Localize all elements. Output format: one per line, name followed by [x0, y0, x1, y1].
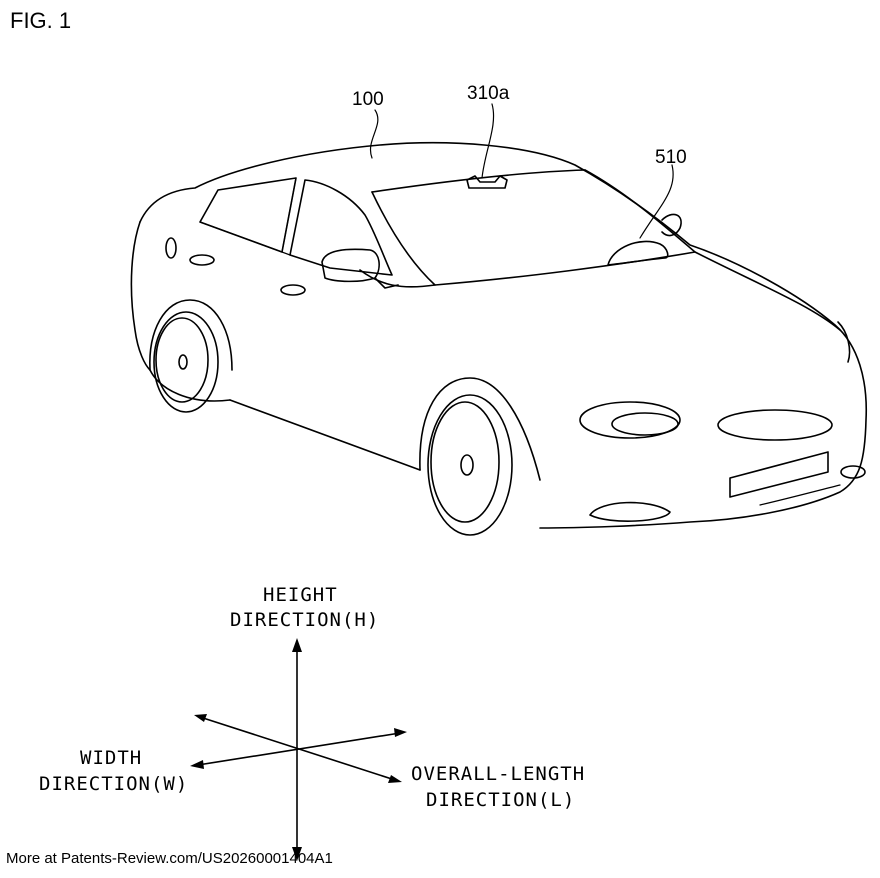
car-body	[130, 141, 868, 529]
source-footer: More at Patents-Review.com/US20260001404…	[6, 850, 333, 867]
length-label-line2: DIRECTION(L)	[426, 789, 575, 811]
height-label-line2: DIRECTION(H)	[230, 609, 379, 631]
ref-label-310a: 310a	[467, 83, 510, 104]
direction-axes	[190, 638, 407, 861]
width-arrowhead-icon	[190, 760, 204, 769]
sensor-module	[466, 175, 508, 189]
width-label-line1: WIDTH	[80, 747, 142, 769]
leader-100	[369, 109, 379, 159]
leader-510	[639, 164, 674, 239]
leader-310a	[481, 103, 495, 179]
light-510	[607, 240, 669, 266]
width-arrowhead-back-icon	[394, 728, 407, 737]
ref-label-100: 100	[352, 89, 384, 110]
length-arrowhead-back-icon	[194, 714, 207, 722]
length-label-line1: OVERALL-LENGTH	[411, 763, 585, 785]
car-front	[579, 401, 866, 522]
length-arrowhead-icon	[388, 775, 402, 783]
figure-label: FIG. 1	[10, 8, 72, 33]
front-wheel	[419, 377, 541, 536]
height-arrowhead-down-icon	[292, 847, 302, 861]
height-arrowhead-icon	[292, 638, 302, 652]
height-label-line1: HEIGHT	[263, 584, 338, 606]
width-label-line2: DIRECTION(W)	[39, 773, 188, 795]
ref-label-510: 510	[655, 147, 687, 168]
rear-wheel	[149, 299, 233, 413]
